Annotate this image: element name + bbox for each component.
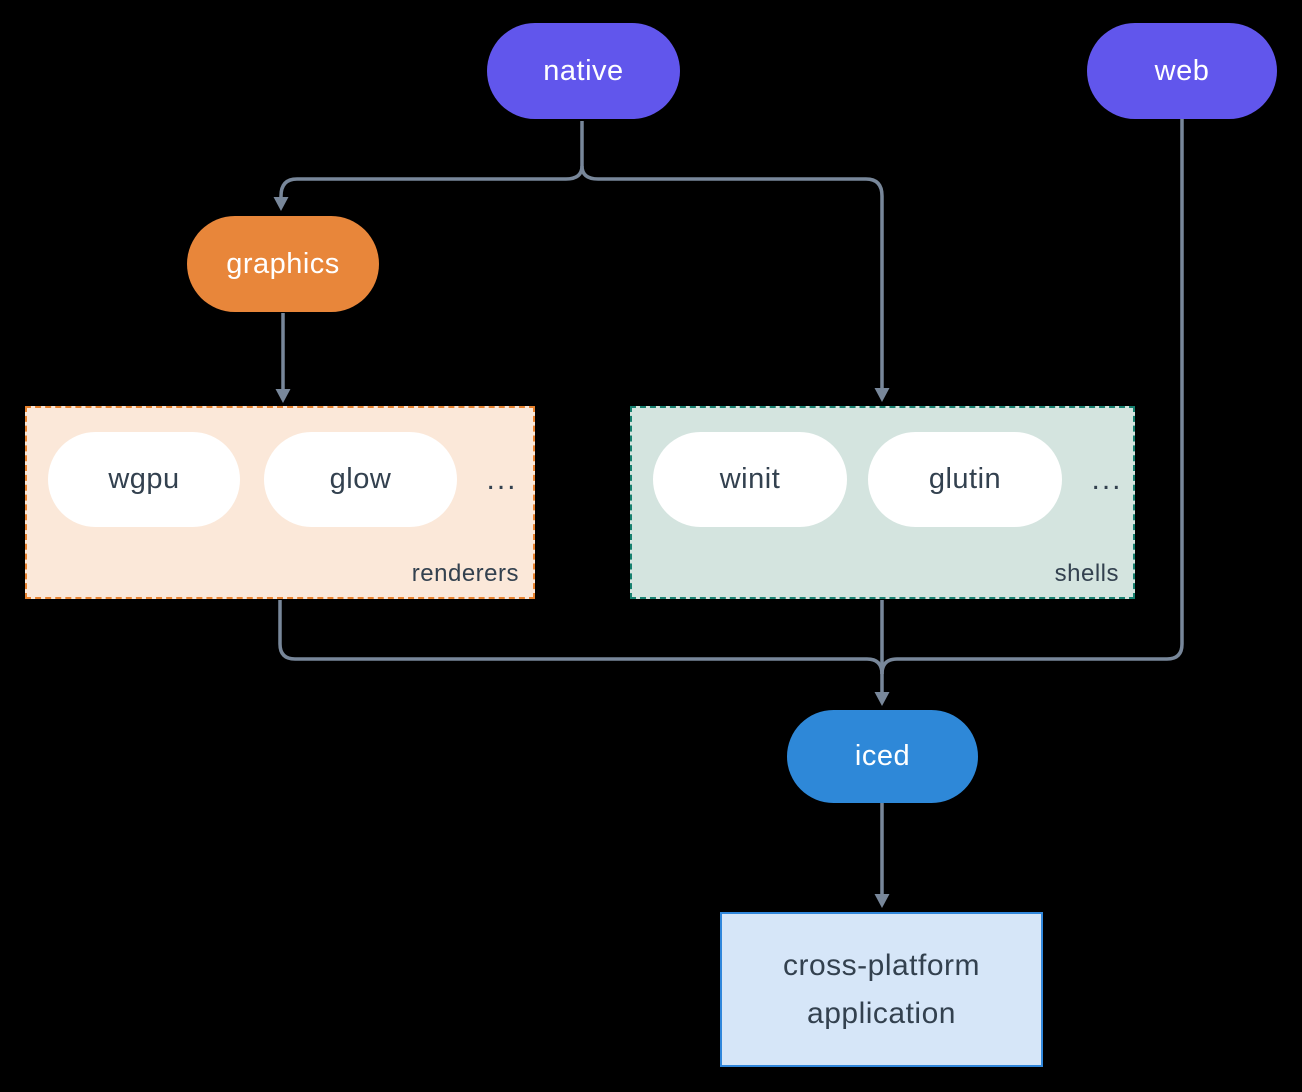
renderers-group-label: renderers (411, 560, 519, 587)
node-native: native (487, 23, 680, 119)
node-wgpu-label: wgpu (108, 463, 180, 495)
group-shells: winit glutin ... shells (630, 406, 1135, 599)
node-iced: iced (787, 710, 978, 803)
edge-native-shells (580, 165, 884, 388)
arrowhead-iced (874, 692, 890, 706)
shells-group-label: shells (1054, 560, 1119, 587)
edge-renderers-merge (278, 600, 884, 675)
edge-native-graphics (279, 165, 584, 198)
node-graphics: graphics (187, 216, 379, 312)
arrowhead-shells (874, 388, 890, 402)
shells-ellipsis: ... (1091, 462, 1123, 496)
node-winit-label: winit (719, 463, 781, 495)
node-glow-label: glow (329, 463, 392, 495)
arrowhead-application (874, 894, 890, 908)
application-label: cross-platform application (782, 948, 981, 1030)
node-web-label: web (1154, 54, 1210, 87)
node-native-label: native (543, 54, 624, 87)
node-glutin-label: glutin (928, 463, 1002, 495)
node-winit: winit (653, 432, 847, 527)
node-graphics-label: graphics (226, 247, 340, 280)
arrowhead-renderers (275, 389, 291, 403)
node-web: web (1087, 23, 1277, 119)
node-cross-platform-application: cross-platform application (720, 912, 1043, 1067)
renderers-ellipsis: ... (486, 462, 518, 496)
node-glow: glow (264, 432, 457, 527)
node-wgpu: wgpu (48, 432, 240, 527)
group-renderers: wgpu glow ... renderers (25, 406, 535, 599)
arrowhead-graphics (273, 197, 289, 211)
node-iced-label: iced (854, 740, 911, 772)
node-glutin: glutin (868, 432, 1062, 527)
